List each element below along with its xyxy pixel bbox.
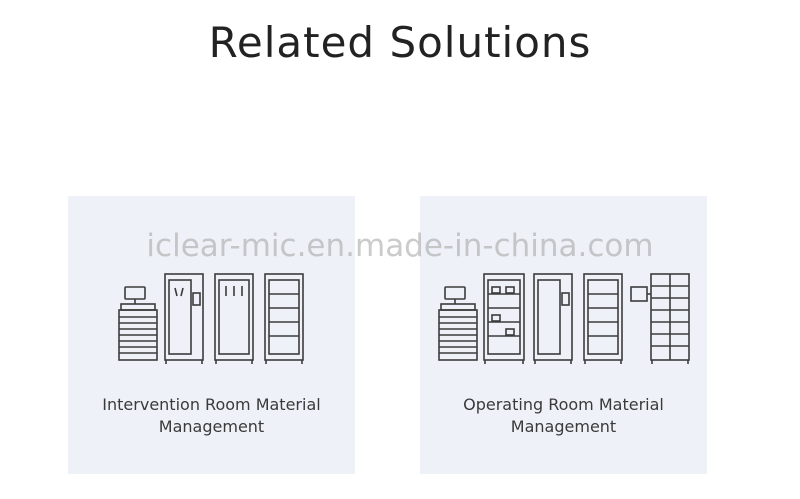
cabinet-icon xyxy=(164,273,204,364)
cabinet-icon xyxy=(264,273,304,364)
intervention-equipment-illustration xyxy=(118,273,304,364)
workstation-cart-icon xyxy=(118,286,158,361)
card-label-line: Management xyxy=(510,417,617,436)
card-label-line: Management xyxy=(158,417,265,436)
operating-equipment-illustration xyxy=(438,273,690,364)
card-label: Operating Room Material Management xyxy=(420,394,707,438)
cabinet-icon xyxy=(214,273,254,364)
cabinet-icon xyxy=(630,273,690,364)
cabinet-icon xyxy=(483,273,525,364)
card-label-line: Intervention Room Material xyxy=(102,395,321,414)
solution-card-operating-room[interactable]: Operating Room Material Management xyxy=(420,196,707,474)
card-label: Intervention Room Material Management xyxy=(68,394,355,438)
workstation-cart-icon xyxy=(438,286,478,361)
cabinet-icon xyxy=(533,273,573,364)
cabinet-icon xyxy=(583,273,623,364)
solution-card-intervention-room[interactable]: Intervention Room Material Management xyxy=(68,196,355,474)
page-title: Related Solutions xyxy=(208,18,592,67)
card-label-line: Operating Room Material xyxy=(463,395,664,414)
